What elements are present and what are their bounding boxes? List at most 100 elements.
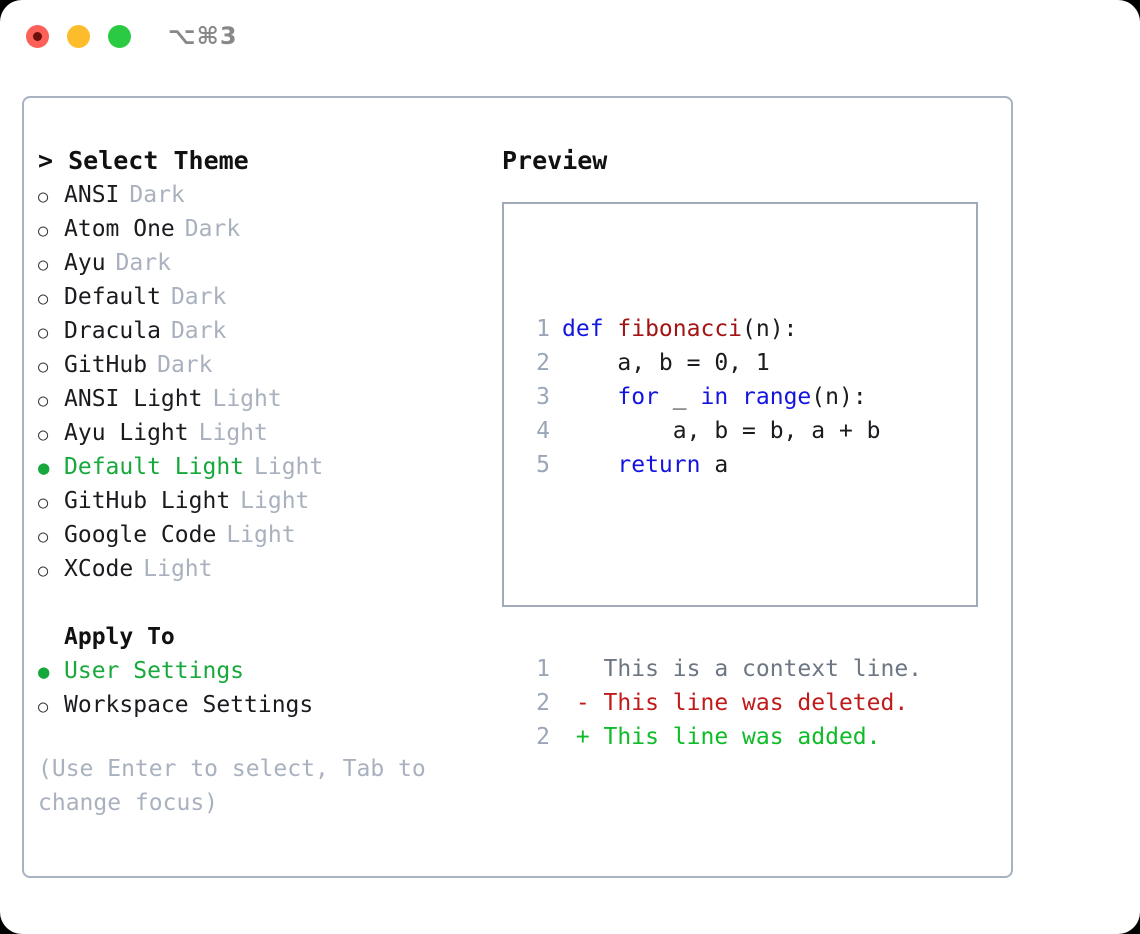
line-number: 2 [536,724,550,750]
code-token-plain: a [700,452,729,478]
theme-name-label: Ayu Light [64,420,189,446]
theme-name-label: Default [64,284,161,310]
theme-list-item[interactable]: ○ XCode Light [38,552,498,586]
theme-variant-badge: Light [226,522,296,548]
code-line-text: def fibonacci(n): [562,312,797,346]
radio-unselected-icon[interactable]: ○ [38,289,49,309]
code-token-plain: a, b = b, a + b [562,418,881,444]
apply-to-option[interactable]: ● User Settings [38,654,498,688]
radio-unselected-icon[interactable]: ○ [38,561,49,581]
code-token-kw: range [742,384,812,410]
code-token-plain: (n): [811,384,867,410]
code-line: 4 a, b = b, a + b [518,414,922,448]
theme-variant-badge: Light [212,386,282,412]
code-token-plain: a, b = 0, 1 [562,350,770,376]
radio-unselected-icon[interactable]: ○ [38,697,49,717]
theme-variant-badge: Dark [157,352,213,378]
theme-name-label: ANSI Light [64,386,203,412]
theme-variant-badge: Light [198,420,268,446]
line-number: 4 [536,418,550,444]
radio-unselected-icon[interactable]: ○ [38,255,49,275]
theme-list-item[interactable]: ○ GitHub Dark [38,348,498,382]
theme-variant-badge: Light [240,488,310,514]
theme-name-label: Dracula [64,318,161,344]
radio-selected-icon[interactable]: ● [38,457,50,479]
radio-unselected-icon[interactable]: ○ [38,221,49,241]
preview-column: Preview 1 def fibonacci(n): 2 a, b = 0, 1 3… [502,144,992,750]
code-line: 1 def fibonacci(n): [518,312,922,346]
theme-name-label: ANSI [64,182,120,208]
theme-variant-badge: Dark [115,250,171,276]
code-token-kw: return [617,452,701,478]
close-button[interactable] [26,25,49,48]
traffic-light-controls [26,25,131,48]
apply-to-heading-label: Apply To [64,624,175,650]
code-line-text: a, b = b, a + b [562,414,881,448]
radio-unselected-icon[interactable]: ○ [38,357,49,377]
title-bar: ⌥⌘3 [0,0,1140,78]
code-token-kw: in [700,384,729,410]
preview-content: 1 def fibonacci(n): 2 a, b = 0, 1 3 for _ i… [518,244,922,822]
minimize-button[interactable] [67,25,90,48]
radio-unselected-icon[interactable]: ○ [38,527,49,547]
diff-line-text-add: + This line was added. [562,724,881,750]
diff-line: 2 - This line was deleted. [518,686,922,720]
diff-line: 1 This is a context line. [518,652,922,686]
code-sample: 1 def fibonacci(n): 2 a, b = 0, 1 3 for _ i… [518,312,922,482]
diff-line-text-ctx: This is a context line. [562,656,923,682]
theme-variant-badge: Light [143,556,213,582]
theme-list-item[interactable]: ○ Atom One Dark [38,212,498,246]
theme-list-item[interactable]: ○ Dracula Dark [38,314,498,348]
diff-line-text-del: - This line was deleted. [562,690,909,716]
code-line-text: return a [562,448,728,482]
code-token-fn: fibonacci [617,316,743,342]
theme-variant-badge: Light [254,454,324,480]
theme-list-item[interactable]: ○ ANSI Dark [38,178,498,212]
theme-variant-badge: Dark [170,318,227,344]
select-theme-heading: > Select Theme [38,146,249,175]
apply-to-options[interactable]: ● User Settings ○ Workspace Settings [38,654,498,722]
theme-list-item[interactable]: ○ ANSI Light Light [38,382,498,416]
zoom-button[interactable] [108,25,131,48]
line-number: 2 [536,690,550,716]
radio-unselected-icon[interactable]: ○ [38,493,49,513]
line-number: 2 [536,350,550,376]
diff-sample: 1 This is a context line.2 - This line w… [518,652,922,754]
code-token-plain: _ [658,384,701,410]
radio-selected-icon[interactable]: ● [38,661,50,683]
radio-unselected-icon[interactable]: ○ [38,391,49,411]
code-line: 5 return a [518,448,922,482]
apply-to-heading: ○ Apply To [38,620,498,654]
theme-list-item[interactable]: ○ GitHub Light Light [38,484,498,518]
radio-unselected-icon[interactable]: ○ [38,425,49,445]
apply-to-option-label: User Settings [64,658,245,684]
apply-to-option-label: Workspace Settings [64,692,314,718]
radio-unselected-icon[interactable]: ○ [38,187,49,207]
apply-to-option[interactable]: ○ Workspace Settings [38,688,498,722]
theme-name-label: GitHub Light [64,488,231,514]
keyboard-hint-text: (Use Enter to select, Tab to change focu… [38,756,426,816]
radio-unselected-icon[interactable]: ○ [38,323,49,343]
line-number: 3 [536,384,550,410]
code-line-text: for _ in range(n): [562,380,867,414]
line-number: 1 [536,656,550,682]
line-number: 1 [536,316,550,342]
theme-variant-badge: Dark [129,182,185,208]
code-token-plain [728,384,742,410]
theme-name-label: GitHub [64,352,148,378]
theme-list-item[interactable]: ○ Ayu Light Light [38,416,498,450]
code-line-text: a, b = 0, 1 [562,346,770,380]
theme-variant-badge: Dark [184,216,241,242]
theme-name-label: XCode [64,556,134,582]
theme-name-label: Atom One [64,216,175,242]
list-spacer [38,586,498,620]
preview-heading: Preview [502,146,608,175]
